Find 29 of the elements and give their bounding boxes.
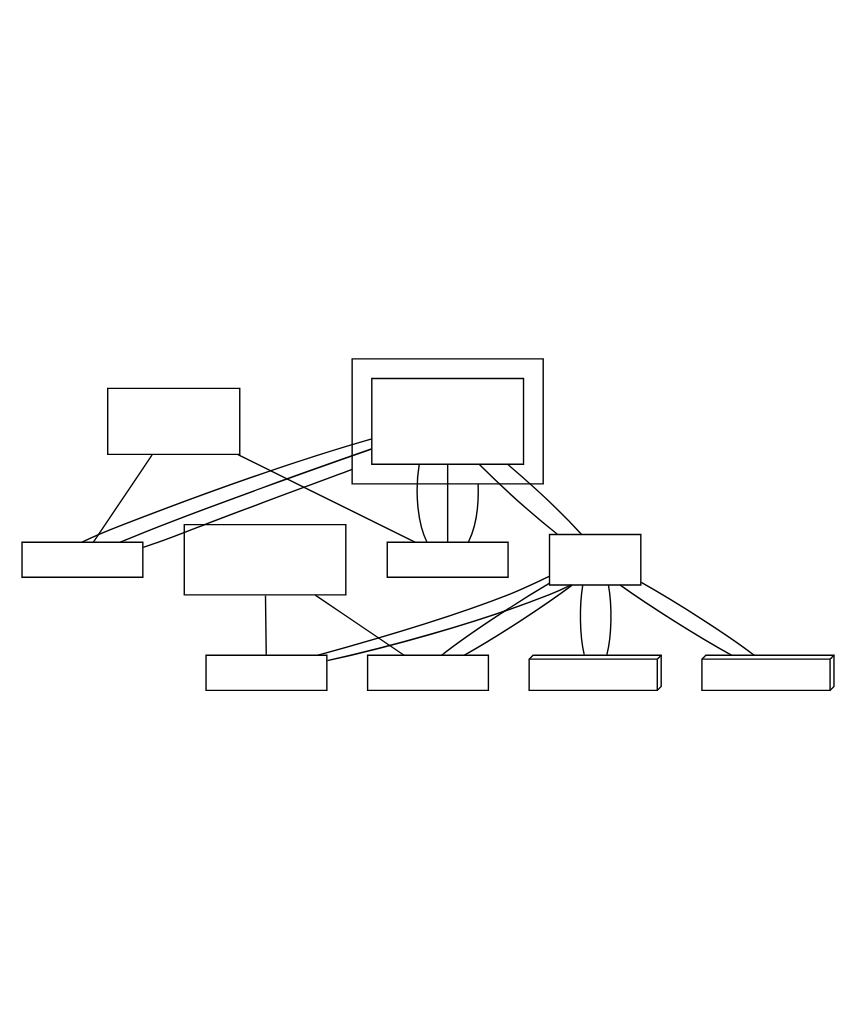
- node-box: [21, 540, 144, 577]
- connector: [463, 583, 573, 655]
- connector: [416, 462, 428, 542]
- connector: [579, 583, 585, 655]
- connector: [467, 482, 479, 542]
- connector: [441, 581, 550, 655]
- connector: [119, 447, 373, 542]
- node-box: [386, 540, 509, 577]
- connector: [446, 462, 449, 542]
- connector: [237, 452, 416, 542]
- node-box: [205, 653, 328, 691]
- node-box: [371, 376, 525, 464]
- connector: [81, 437, 373, 542]
- connector: [606, 583, 612, 655]
- connector: [142, 467, 353, 548]
- connector: [478, 462, 559, 534]
- connector: [264, 593, 267, 655]
- connector: [619, 583, 733, 655]
- connector: [326, 583, 572, 661]
- node-box: [548, 532, 642, 585]
- connector: [92, 453, 153, 542]
- connector: [507, 462, 583, 534]
- node-box: [366, 653, 490, 691]
- connector: [317, 574, 551, 655]
- cluster: [351, 357, 544, 484]
- connector: [640, 580, 755, 655]
- connector: [314, 593, 405, 655]
- node-box: [107, 386, 241, 455]
- node-box: [183, 522, 347, 595]
